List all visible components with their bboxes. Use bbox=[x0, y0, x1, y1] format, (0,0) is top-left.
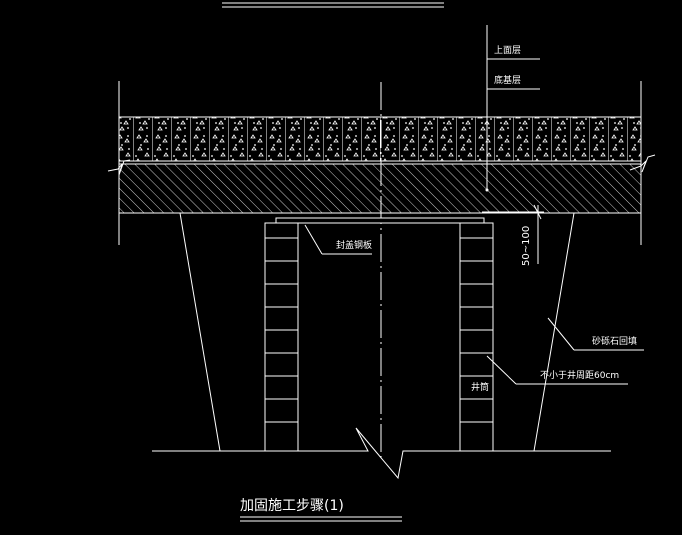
base-layer-label: 底基层 bbox=[494, 74, 521, 86]
section-extent-lines bbox=[118, 81, 642, 245]
surface-layer-label: 上面层 bbox=[494, 45, 521, 56]
caption-underline bbox=[240, 516, 402, 522]
left-well-wall bbox=[264, 222, 299, 452]
hatched-base-layer bbox=[118, 163, 642, 214]
drawing-caption: 加固施工步骤(1) bbox=[240, 498, 344, 514]
spacing-label: 不小于井周距60cm bbox=[540, 369, 619, 381]
well-wall-label: 井筒 bbox=[471, 381, 489, 393]
backfill-leader bbox=[547, 317, 644, 351]
ground-line bbox=[152, 427, 611, 480]
dimension-marker bbox=[482, 204, 544, 264]
gravel-surface-layer bbox=[118, 116, 642, 162]
right-break-mark bbox=[629, 154, 656, 173]
cover-plate-label: 封盖钢板 bbox=[336, 239, 372, 251]
spacing-leader bbox=[486, 355, 628, 385]
layer-leader bbox=[485, 25, 540, 192]
excavation-side-lines bbox=[179, 212, 575, 452]
cover-plate-leader bbox=[304, 224, 372, 255]
top-border-lines bbox=[222, 2, 444, 8]
left-break-mark bbox=[107, 159, 131, 176]
dimension-label: 50~100 bbox=[521, 226, 532, 266]
cover-plate bbox=[275, 217, 485, 224]
right-well-wall bbox=[459, 222, 494, 452]
backfill-label: 砂砾石回填 bbox=[592, 335, 637, 347]
